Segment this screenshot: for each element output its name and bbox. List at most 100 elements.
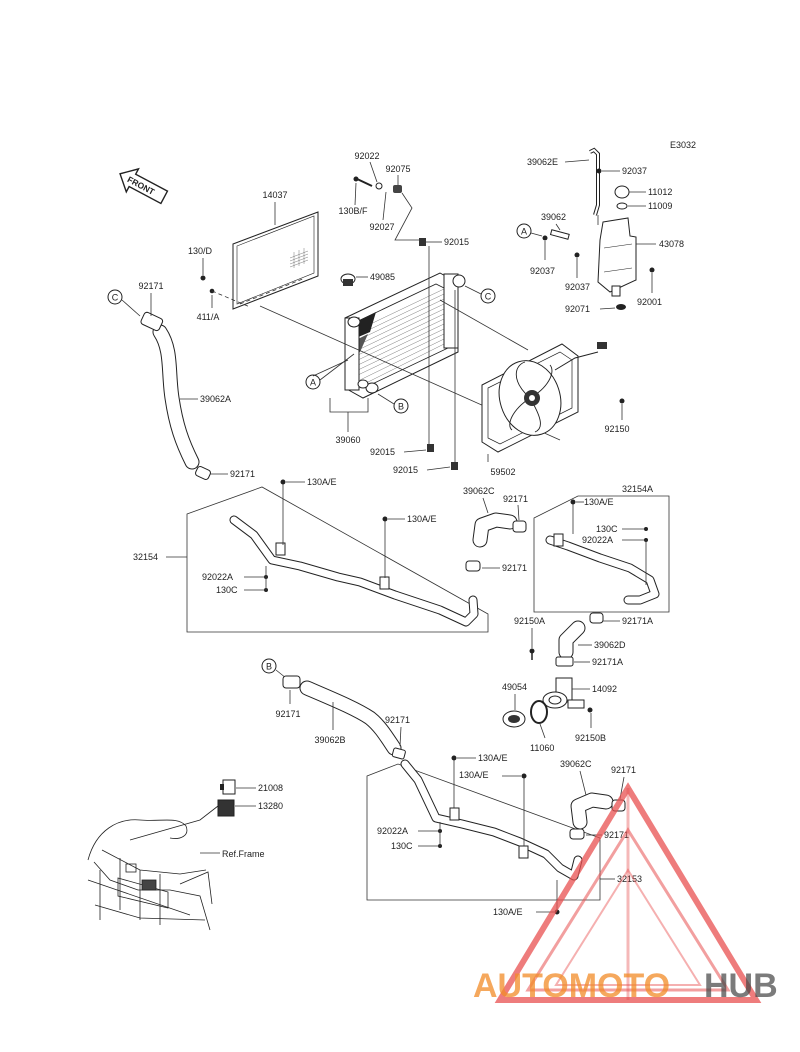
o-ring-11060 xyxy=(530,700,548,724)
bracket-13280 xyxy=(217,799,235,817)
label-39062a: 39062A xyxy=(200,394,231,404)
label-11012: 11012 xyxy=(648,187,672,197)
clip-92015-mid xyxy=(427,444,434,452)
gasket-11009 xyxy=(616,202,628,210)
callout-c-left: C xyxy=(107,289,123,305)
label-92071: 92071 xyxy=(565,304,590,314)
callout-b-left: B xyxy=(261,658,277,674)
pipe-32153-frame xyxy=(366,763,601,901)
bolt-130bf xyxy=(353,176,373,187)
label-92171a-1: 92171A xyxy=(622,616,653,626)
svg-text:C: C xyxy=(485,292,492,302)
label-32154a: 32154A xyxy=(622,484,653,494)
svg-text:A: A xyxy=(310,378,316,388)
collar-92075 xyxy=(393,185,402,193)
label-130ae-3: 130A/E xyxy=(584,497,614,507)
label-92037-right: 92037 xyxy=(565,282,590,292)
label-92027: 92027 xyxy=(369,222,394,232)
label-92150: 92150 xyxy=(604,424,629,434)
label-92075: 92075 xyxy=(385,164,410,174)
bolt-130d xyxy=(200,275,206,281)
hose-39062a xyxy=(152,324,200,470)
hose-39062 xyxy=(549,229,570,240)
label-92171-b1: 92171 xyxy=(275,709,300,719)
hose-39062b xyxy=(299,680,402,756)
cooling-fan xyxy=(481,342,607,453)
label-11009: 11009 xyxy=(648,201,672,211)
clamp-92037-left xyxy=(542,235,548,241)
label-43078: 43078 xyxy=(659,239,684,249)
label-39062c-2: 39062C xyxy=(560,759,592,769)
clamp-92037-top xyxy=(596,168,602,174)
label-92037-left: 92037 xyxy=(530,266,555,276)
clip-92015-bot xyxy=(451,462,458,470)
label-130ae-1: 130A/E xyxy=(307,477,337,487)
label-13280: 13280 xyxy=(258,801,283,811)
label-39062b: 39062B xyxy=(314,735,345,745)
bolt-130ae-3 xyxy=(570,499,576,505)
thermostat-housing-14092 xyxy=(542,677,585,709)
label-39060: 39060 xyxy=(335,435,360,445)
label-ref-frame: Ref.Frame xyxy=(222,849,265,859)
label-130c-1: 130C xyxy=(216,585,238,595)
label-92171-b3: 92171 xyxy=(611,765,636,775)
label-92171-b4: 92171 xyxy=(604,830,629,840)
radiator-screen xyxy=(232,211,319,310)
label-130ae-5: 130A/E xyxy=(459,770,489,780)
fan-relay-21008 xyxy=(222,779,236,795)
label-130bf: 130B/F xyxy=(338,206,368,216)
bolt-92150 xyxy=(619,398,625,404)
bolt-130ae-4 xyxy=(451,755,457,761)
radiator xyxy=(344,272,466,399)
label-32153: 32153 xyxy=(617,874,642,884)
pipe-32154 xyxy=(229,515,479,627)
bolt-92150b xyxy=(587,707,593,713)
clamp-92171a-1 xyxy=(589,612,604,624)
clamp-92171-c1 xyxy=(512,520,527,533)
clamp-92171-b4 xyxy=(569,828,585,840)
label-130c-3: 130C xyxy=(391,841,413,851)
label-39062: 39062 xyxy=(541,212,566,222)
pipe-32154a-frame xyxy=(533,495,670,613)
label-92171-top: 92171 xyxy=(138,281,163,291)
svg-text:B: B xyxy=(266,662,272,672)
label-49054: 49054 xyxy=(502,682,527,692)
label-92171-b2: 92171 xyxy=(385,715,410,725)
label-92150b: 92150B xyxy=(575,733,606,743)
label-92022a-3: 92022A xyxy=(377,826,408,836)
clamp-92171-b2 xyxy=(391,747,406,760)
label-92022-top: 92022 xyxy=(354,151,379,161)
logo-text-automoto: AUTOMOTO xyxy=(473,967,670,1005)
label-92015-top: 92015 xyxy=(444,237,469,247)
svg-text:A: A xyxy=(521,227,527,237)
hose-39062c-lower xyxy=(570,792,614,830)
frame-reference xyxy=(87,805,219,931)
label-130ae-4: 130A/E xyxy=(478,753,508,763)
tank-cap-11012 xyxy=(614,185,630,199)
label-21008: 21008 xyxy=(258,783,283,793)
callout-a-radiator: A xyxy=(305,374,321,390)
label-11060: 11060 xyxy=(530,743,554,753)
label-59502: 59502 xyxy=(490,467,515,477)
label-92015-bot: 92015 xyxy=(393,465,418,475)
bolt-130ae-1 xyxy=(280,479,286,485)
automotohub-logo: AUTOMOTO HUB xyxy=(473,782,778,1005)
svg-text:C: C xyxy=(112,293,119,303)
label-39062e: 39062E xyxy=(527,157,558,167)
svg-text:B: B xyxy=(398,402,404,412)
label-92001: 92001 xyxy=(637,297,662,307)
hose-39062d xyxy=(558,620,586,660)
grommet-92022 xyxy=(375,182,383,190)
bolt-130ae-5 xyxy=(521,773,527,779)
label-92171-c2: 92171 xyxy=(502,563,527,573)
label-130ae-2: 130A/E xyxy=(407,514,437,524)
bolt-92001 xyxy=(649,267,655,273)
front-arrow-icon: FRONT xyxy=(119,167,169,205)
clamp-92171a-2 xyxy=(555,656,574,667)
label-14037: 14037 xyxy=(262,190,287,200)
pipe-32154-frame xyxy=(186,486,489,633)
label-92015-mid: 92015 xyxy=(370,447,395,457)
thermostat-49054 xyxy=(502,710,526,728)
